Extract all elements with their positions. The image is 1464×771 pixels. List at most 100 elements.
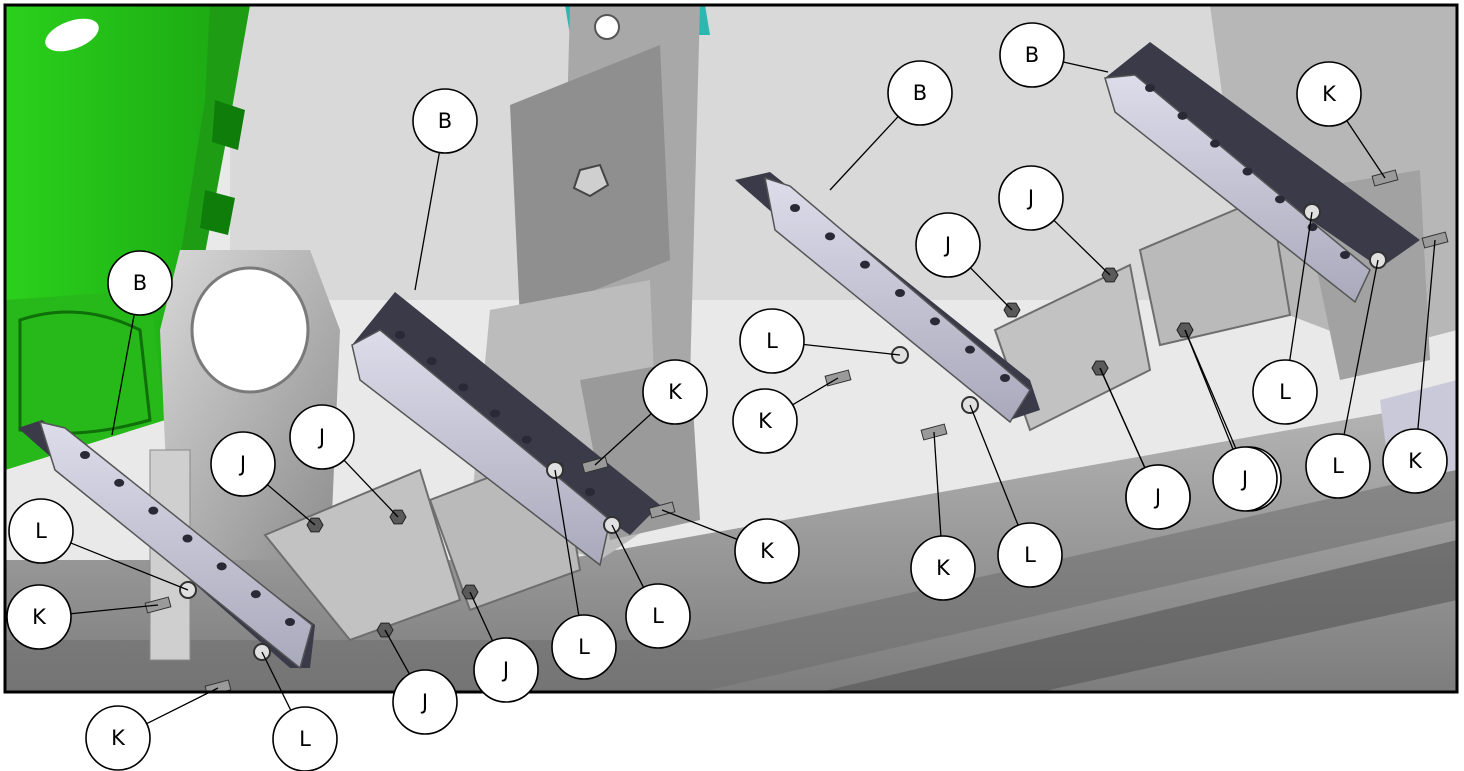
- callout-letter: B: [438, 109, 452, 133]
- leader-line: [803, 343, 901, 356]
- leader-line: [594, 413, 652, 466]
- callout-j: J: [998, 165, 1111, 276]
- callout-letter: B: [1025, 43, 1039, 67]
- callout-j: J: [384, 629, 458, 735]
- mounting-bracket-1: [18, 420, 315, 670]
- bracket-hole: [1340, 251, 1350, 259]
- callout-letter: K: [760, 539, 775, 563]
- callout-l: L: [739, 308, 901, 374]
- bracket-hole: [216, 562, 227, 571]
- callout-l: L: [969, 404, 1063, 588]
- callout-circle: [915, 212, 981, 278]
- callout-circle: [1296, 61, 1362, 127]
- leader-line: [146, 687, 219, 725]
- bracket-hole: [965, 345, 975, 354]
- leader-line: [384, 629, 411, 675]
- callout-circle: [999, 22, 1065, 88]
- callout-b: B: [412, 88, 478, 291]
- callout-l: L: [1252, 211, 1318, 425]
- callout-circle: [887, 60, 953, 126]
- leader-line: [70, 542, 189, 591]
- bracket-hole: [790, 204, 800, 212]
- leader-line: [829, 116, 899, 191]
- callout-letter: K: [668, 380, 683, 404]
- callout-circle: [739, 308, 805, 374]
- bracket-hole: [182, 534, 193, 543]
- bracket-hole: [80, 451, 90, 459]
- callout-circle: [392, 669, 458, 735]
- hub-housing: [149, 250, 340, 661]
- callout-letter: J: [501, 658, 509, 682]
- leader-line: [1343, 259, 1379, 435]
- bracket-hole: [1177, 111, 1188, 120]
- callout-circle: [732, 388, 798, 454]
- callout-circle: [1212, 446, 1278, 512]
- callout-k: K: [85, 687, 219, 771]
- callout-l: L: [8, 498, 189, 591]
- callout-circle: [8, 498, 74, 564]
- callout-circle: [1382, 428, 1448, 494]
- callout-letter: L: [35, 519, 47, 543]
- callout-k: K: [6, 584, 159, 650]
- bracket-hole: [860, 260, 870, 269]
- callout-j: J: [1184, 329, 1278, 512]
- callout-letter: J: [1240, 467, 1248, 491]
- callout-letter: K: [1408, 449, 1423, 473]
- callout-letter: L: [578, 635, 590, 659]
- callout-circle: [642, 359, 708, 425]
- leader-line: [261, 651, 292, 711]
- bracket-hole: [825, 232, 835, 241]
- bracket-hole: [148, 506, 159, 515]
- bracket-hole: [490, 409, 500, 418]
- callout-letter: K: [758, 409, 773, 433]
- leader-line: [792, 377, 839, 406]
- callout-layer: BBBBJJJJJJJJJJKKKKKKKKLLLLLLLL: [6, 22, 1448, 771]
- illustration: [5, 5, 1457, 692]
- leader-line: [70, 604, 159, 615]
- callout-circle: [910, 535, 976, 601]
- callout-j: J: [469, 591, 539, 703]
- callout-letter: J: [943, 233, 951, 257]
- leader-line: [1417, 239, 1436, 430]
- leader-line: [1053, 219, 1111, 276]
- callout-l: L: [1305, 259, 1379, 499]
- callout-circle: [1125, 464, 1191, 530]
- bracket-hole: [458, 383, 469, 392]
- callout-circle: [412, 88, 478, 154]
- leader-line: [611, 524, 645, 588]
- callout-circle: [473, 637, 539, 703]
- callout-j: J: [915, 212, 1013, 311]
- callout-letter: L: [1024, 543, 1036, 567]
- callout-letter: K: [111, 726, 126, 750]
- callout-circle: [272, 706, 338, 771]
- bracket-hole: [395, 331, 405, 339]
- leader-line: [1289, 211, 1313, 361]
- callout-circle: [734, 518, 800, 584]
- callout-circle: [210, 431, 276, 497]
- bracket-hole: [895, 289, 905, 297]
- figure-frame: [3, 3, 1459, 694]
- callout-letter: J: [420, 690, 428, 714]
- callout-circle: [998, 165, 1064, 231]
- callout-letter: L: [652, 604, 664, 628]
- callout-b: B: [829, 60, 953, 191]
- callout-circle: [1305, 433, 1371, 499]
- bracket-hole: [250, 590, 261, 599]
- callout-b: B: [999, 22, 1109, 88]
- fastener-hardware: [144, 169, 1449, 692]
- callout-circle: [625, 583, 691, 649]
- bracket-holes: [80, 84, 1350, 626]
- leader-line: [554, 469, 580, 616]
- bracket-hole: [585, 488, 595, 496]
- callout-k: K: [910, 431, 976, 601]
- callout-k: K: [1296, 61, 1386, 179]
- callout-letter: B: [133, 271, 147, 295]
- callout-b: B: [107, 250, 173, 436]
- callout-letter: L: [299, 727, 311, 751]
- leader-line: [1346, 120, 1386, 179]
- callout-letter: L: [766, 329, 778, 353]
- mounting-bracket-4: [1104, 42, 1420, 304]
- callout-j: J: [289, 404, 399, 518]
- leader-line: [933, 431, 942, 537]
